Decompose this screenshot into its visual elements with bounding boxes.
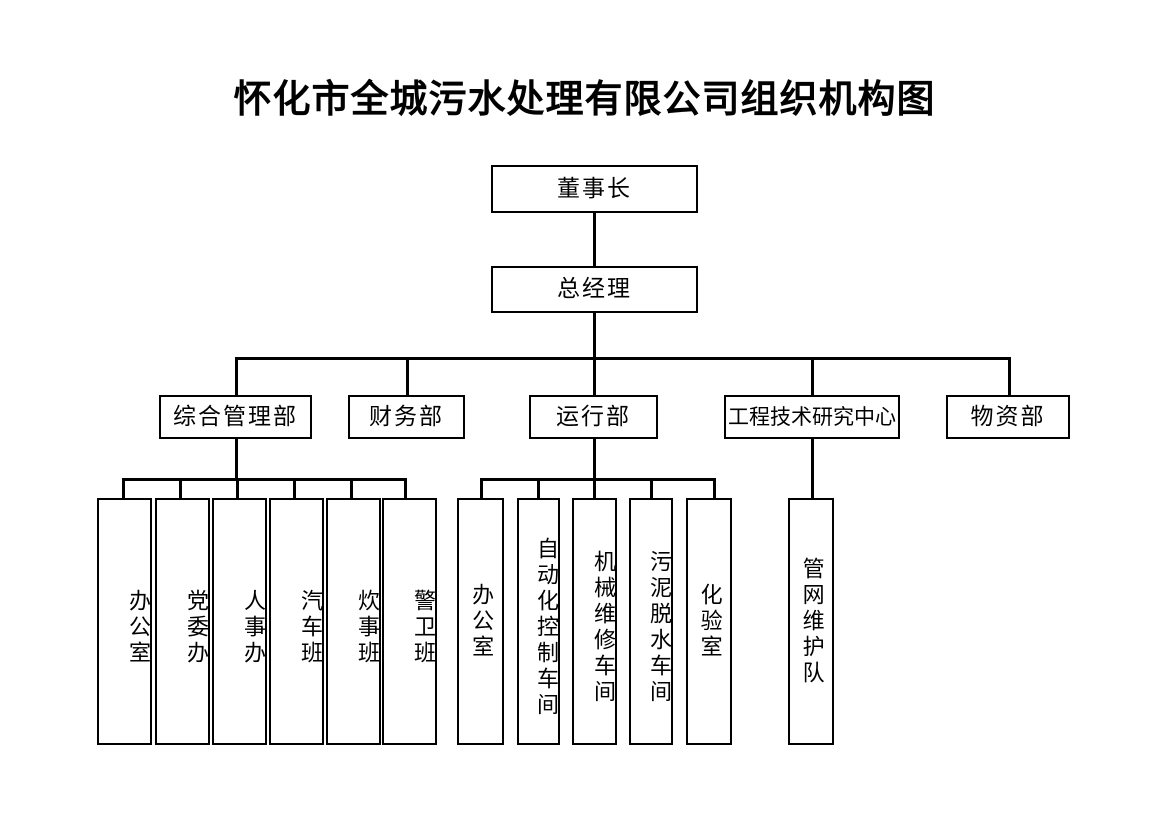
connector-subbus-to-u8 [537,478,540,499]
node-dept-materials[interactable]: 物资部 [946,395,1070,439]
connector-gm-to-dept-bus [593,313,596,359]
connector-subbus-to-u3 [236,478,239,499]
connector-subbus-to-u6 [404,478,407,499]
connector-chairman-to-gm [593,212,596,266]
node-unit-party-committee-office[interactable]: 党委办 [155,498,210,745]
connector-subbus-to-u10 [650,478,653,499]
node-unit-office-admin[interactable]: 办公室 [97,498,152,745]
connector-bus-to-dept3 [593,357,596,395]
node-unit-sludge-dewatering-workshop[interactable]: 污泥脱水车间 [629,498,673,745]
connector-subbus-to-u1 [122,478,125,499]
node-general-manager[interactable]: 总经理 [491,266,698,313]
node-unit-automation-control-workshop[interactable]: 自动化控制车间 [517,498,560,745]
dept-bus-line [235,357,1010,360]
connector-dept3-to-subbus [593,439,596,478]
connector-dept4-to-u12 [811,439,814,499]
connector-bus-to-dept2 [406,357,409,395]
node-unit-office-operation[interactable]: 办公室 [457,498,504,745]
connector-bus-to-dept1 [235,357,238,395]
connector-subbus-to-u2 [179,478,182,499]
connector-subbus-to-u5 [350,478,353,499]
node-unit-pipeline-maintenance-team[interactable]: 管网维护队 [788,498,834,745]
node-unit-catering-team[interactable]: 炊事班 [326,498,381,745]
node-dept-engineering-research-center[interactable]: 工程技术研究中心 [724,395,900,439]
node-unit-vehicle-team[interactable]: 汽车班 [269,498,324,745]
connector-bus-to-dept4 [811,357,814,395]
node-dept-comprehensive-management[interactable]: 综合管理部 [159,395,312,439]
connector-bus-to-dept5 [1008,357,1011,395]
node-unit-mechanical-maintenance-workshop[interactable]: 机械维修车间 [572,498,617,745]
node-chairman[interactable]: 董事长 [491,165,698,213]
node-dept-operation[interactable]: 运行部 [529,395,658,439]
page-title: 怀化市全城污水处理有限公司组织机构图 [233,76,936,121]
node-unit-personnel-office[interactable]: 人事办 [212,498,267,745]
node-unit-laboratory[interactable]: 化验室 [686,498,732,745]
connector-subbus-to-u9 [593,478,596,499]
subbus-line-admin [122,478,406,481]
connector-subbus-to-u11 [713,478,716,499]
node-unit-security-team[interactable]: 警卫班 [382,498,437,745]
node-dept-finance[interactable]: 财务部 [348,395,465,439]
connector-dept1-to-subbus [235,439,238,478]
connector-subbus-to-u4 [293,478,296,499]
connector-subbus-to-u7 [480,478,483,499]
subbus-line-operation [480,478,716,481]
